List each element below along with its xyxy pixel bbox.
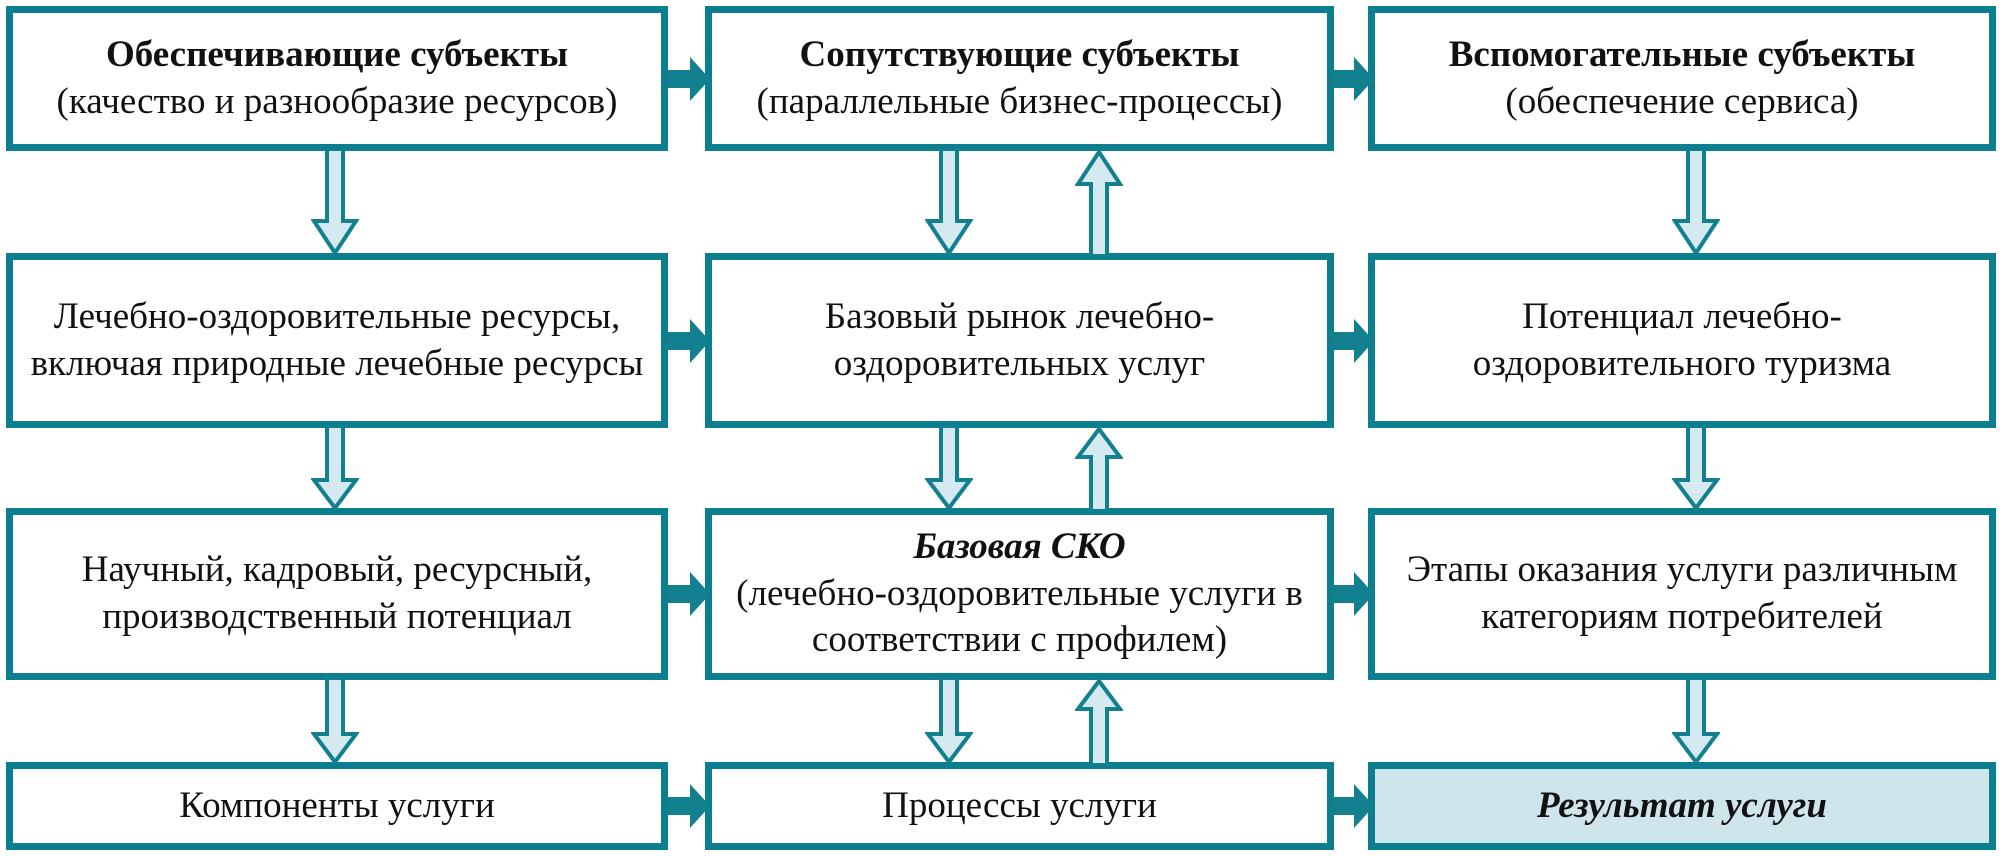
arrow-right-r1c1-to-r1c2-icon: [666, 55, 710, 103]
arrow-down-c1-r2-to-r3-icon: [311, 426, 359, 511]
cell-r1c1-subtitle: (качество и разнообразие ресурсов): [56, 80, 618, 122]
cell-r2c3-content: Потенциал лечебно-оздоровительного туриз…: [1375, 294, 1989, 387]
arrow-down-c1-r3-to-r4-icon: [311, 678, 359, 765]
cell-r1c1-title: Обеспечивающие субъекты: [106, 33, 568, 75]
arrow-down-c3-r2-to-r3-icon: [1672, 426, 1720, 511]
cell-r3c1[interactable]: Научный, кадровый, ресурсный, производст…: [6, 508, 668, 680]
cell-r2c2-subtitle: Базовый рынок лечебно-оздоровительных ус…: [824, 295, 1215, 384]
cell-r1c2[interactable]: Сопутствующие субъекты (параллельные биз…: [705, 6, 1334, 151]
arrow-down-c3-r1-to-r2-icon: [1672, 149, 1720, 256]
cell-r2c3-subtitle: Потенциал лечебно-оздоровительного туриз…: [1472, 295, 1892, 384]
cell-r3c2-subtitle: (лечебно-оздоровительные услуги в соотве…: [736, 572, 1303, 661]
cell-r4c2[interactable]: Процессы услуги: [705, 762, 1334, 850]
cell-r2c1-content: Лечебно-оздоровительные ресурсы, включая…: [13, 294, 661, 387]
cell-r3c1-content: Научный, кадровый, ресурсный, производст…: [13, 547, 661, 640]
cell-r4c3-content: Результат услуги: [1375, 783, 1989, 830]
cell-r1c1[interactable]: Обеспечивающие субъекты (качество и разн…: [6, 6, 668, 151]
cell-r3c2-content: Базовая СКО (лечебно-оздоровительные усл…: [712, 524, 1327, 664]
cell-r1c3[interactable]: Вспомогательные субъекты (обеспечение се…: [1368, 6, 1996, 151]
cell-r2c3[interactable]: Потенциал лечебно-оздоровительного туриз…: [1368, 253, 1996, 428]
cell-r1c2-title: Сопутствующие субъекты: [799, 33, 1240, 75]
arrow-down-c2-r1-to-r2-icon: [925, 149, 973, 256]
cell-r4c1-subtitle: Компоненты услуги: [179, 784, 495, 826]
cell-r4c3-title: Результат услуги: [1536, 784, 1828, 826]
cell-r3c1-subtitle: Научный, кадровый, ресурсный, производст…: [81, 549, 593, 637]
arrow-up-c2-r3-to-r2-icon: [1075, 426, 1123, 511]
cell-r4c1[interactable]: Компоненты услуги: [6, 762, 668, 850]
cell-r2c1-subtitle: Лечебно-оздоровительные ресурсы, включая…: [30, 295, 644, 384]
arrow-right-r3c1-to-r3c2-icon: [666, 570, 710, 618]
cell-r1c3-content: Вспомогательные субъекты (обеспечение се…: [1375, 32, 1989, 125]
cell-r3c2-title: Базовая СКО: [913, 526, 1126, 568]
cell-r3c3-subtitle: Этапы оказания услуги различным категори…: [1406, 549, 1958, 637]
cell-r4c2-content: Процессы услуги: [712, 783, 1327, 830]
cell-r3c3-content: Этапы оказания услуги различным категори…: [1375, 547, 1989, 640]
cell-r4c2-subtitle: Процессы услуги: [882, 784, 1157, 826]
arrow-down-c2-r2-to-r3-icon: [925, 426, 973, 511]
arrow-right-r2c1-to-r2c2-icon: [666, 317, 710, 365]
cell-r2c1[interactable]: Лечебно-оздоровительные ресурсы, включая…: [6, 253, 668, 428]
arrow-down-c2-r3-to-r4-icon: [925, 678, 973, 765]
arrow-right-r2c2-to-r2c3-icon: [1330, 317, 1374, 365]
cell-r1c2-subtitle: (параллельные бизнес-процессы): [756, 80, 1283, 122]
cell-r4c1-content: Компоненты услуги: [13, 783, 661, 830]
arrow-right-r1c2-to-r1c3-icon: [1330, 55, 1374, 103]
arrow-up-c2-r4-to-r3-icon: [1075, 678, 1123, 765]
arrow-down-c1-r1-to-r2-icon: [311, 149, 359, 256]
arrow-right-r4c1-to-r4c2-icon: [666, 782, 710, 830]
cell-r2c2-content: Базовый рынок лечебно-оздоровительных ус…: [712, 294, 1327, 387]
cell-r1c1-content: Обеспечивающие субъекты (качество и разн…: [13, 32, 661, 125]
arrow-down-c3-r3-to-r4-icon: [1672, 678, 1720, 765]
arrow-right-r4c2-to-r4c3-icon: [1330, 782, 1374, 830]
cell-r1c2-content: Сопутствующие субъекты (параллельные биз…: [712, 32, 1327, 125]
cell-r3c2[interactable]: Базовая СКО (лечебно-оздоровительные усл…: [705, 508, 1334, 680]
cell-r1c3-title: Вспомогательные субъекты: [1448, 33, 1916, 75]
cell-r1c3-subtitle: (обеспечение сервиса): [1505, 80, 1859, 122]
cell-r3c3[interactable]: Этапы оказания услуги различным категори…: [1368, 508, 1996, 680]
arrow-right-r3c2-to-r3c3-icon: [1330, 570, 1374, 618]
cell-r4c3[interactable]: Результат услуги: [1368, 762, 1996, 850]
arrow-up-c2-r2-to-r1-icon: [1075, 149, 1123, 256]
cell-r2c2[interactable]: Базовый рынок лечебно-оздоровительных ус…: [705, 253, 1334, 428]
